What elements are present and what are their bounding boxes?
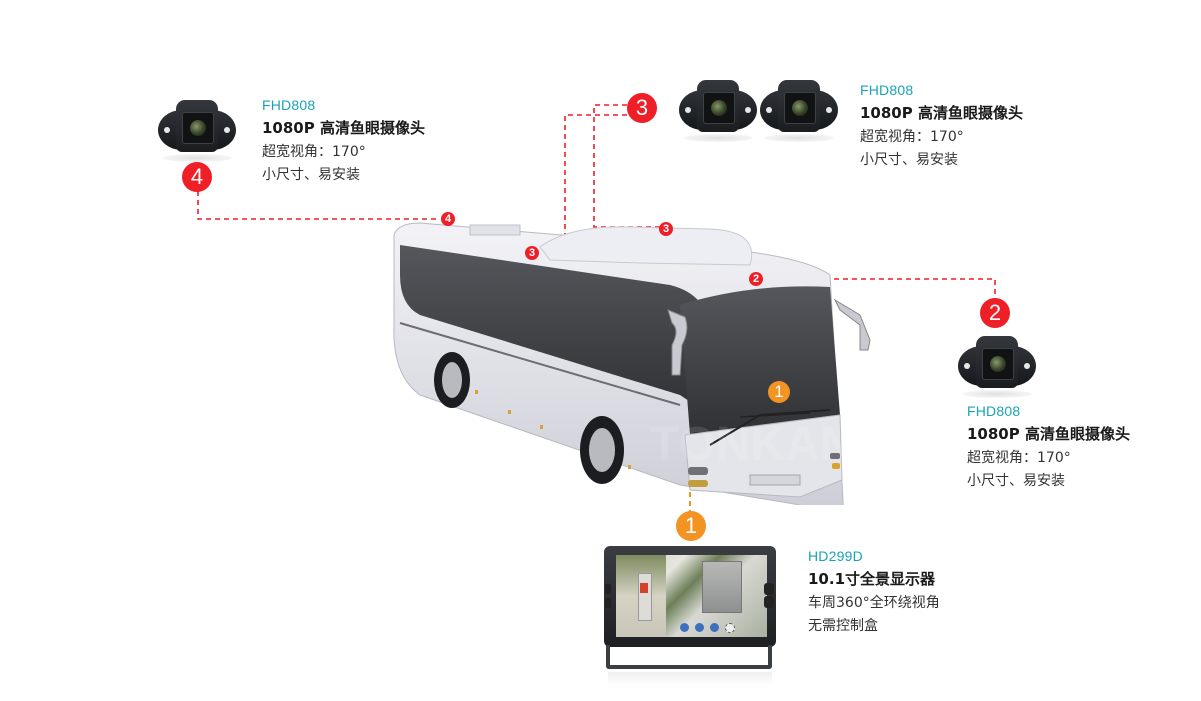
car-icon	[680, 623, 689, 632]
side-camera-image-right	[760, 80, 838, 142]
bus-illustration: TONKAN	[393, 222, 871, 505]
front-camera-marker: 2	[980, 298, 1010, 328]
bus-marker-side-left: 3	[525, 246, 539, 260]
model-label: FHD808	[860, 82, 914, 98]
rear-camera-marker: 4	[182, 162, 212, 192]
bus-marker-front: 2	[749, 272, 763, 286]
monitor-marker: 1	[676, 511, 706, 541]
bus-marker-dash: 1	[768, 381, 790, 403]
model-label: HD299D	[808, 548, 863, 564]
product-title: 1080P 高清鱼眼摄像头	[967, 425, 1130, 443]
spec-line: 小尺寸、易安装	[262, 167, 360, 183]
spec-line: 小尺寸、易安装	[860, 152, 958, 168]
headset-icon	[710, 623, 719, 632]
spec-line: 无需控制盒	[808, 618, 878, 634]
gear-icon	[725, 623, 735, 633]
spec-line: 超宽视角：170°	[967, 450, 1071, 466]
product-title: 10.1寸全景显示器	[808, 570, 936, 588]
front-camera-image	[958, 336, 1036, 398]
bus-marker-side-right: 3	[659, 222, 673, 236]
watermark-text: TONKAN	[650, 418, 854, 471]
product-title: 1080P 高清鱼眼摄像头	[262, 119, 425, 137]
monitor-image	[598, 546, 788, 686]
spec-line: 超宽视角：170°	[860, 129, 964, 145]
surround-view-screen	[616, 555, 767, 637]
side-camera-spec: FHD808 1080P 高清鱼眼摄像头 超宽视角：170° 小尺寸、易安装	[860, 83, 1023, 167]
monitor-spec: HD299D 10.1寸全景显示器 车周360°全环绕视角 无需控制盒	[808, 549, 940, 633]
side-camera-image-left	[679, 80, 757, 142]
product-title: 1080P 高清鱼眼摄像头	[860, 104, 1023, 122]
front-camera-spec: FHD808 1080P 高清鱼眼摄像头 超宽视角：170° 小尺寸、易安装	[967, 404, 1130, 488]
side-camera-marker: 3	[627, 93, 657, 123]
spec-line: 小尺寸、易安装	[967, 473, 1065, 489]
bus-marker-rear: 4	[441, 212, 455, 226]
rear-camera-spec: FHD808 1080P 高清鱼眼摄像头 超宽视角：170° 小尺寸、易安装	[262, 98, 425, 182]
camera-icon	[695, 623, 704, 632]
model-label: FHD808	[262, 97, 316, 113]
rear-camera-image	[158, 100, 236, 162]
spec-line: 超宽视角：170°	[262, 144, 366, 160]
monitor-bracket	[606, 645, 772, 669]
model-label: FHD808	[967, 403, 1021, 419]
spec-line: 车周360°全环绕视角	[808, 595, 940, 611]
